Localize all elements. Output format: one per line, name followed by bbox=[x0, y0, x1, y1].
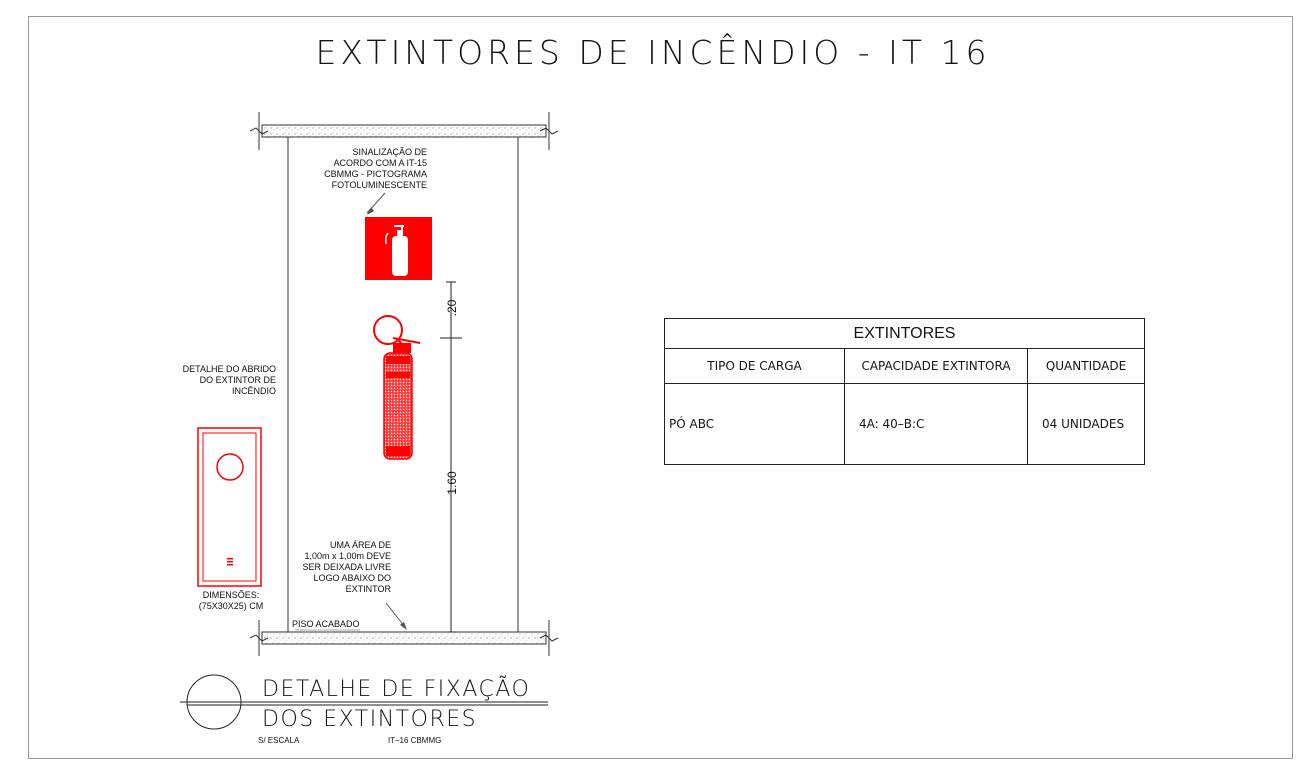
table-cell-quantity: 04 UNIDADES bbox=[1042, 417, 1125, 431]
cabinet-detail bbox=[197, 427, 262, 587]
table-header-quantity: QUANTIDADE bbox=[1028, 349, 1144, 384]
table-cell-load-type: PÓ ABC bbox=[665, 384, 845, 464]
dimensions-note: DIMENSÕES: (75X30X25) CM bbox=[198, 590, 264, 611]
reference-label: IT–16 CBMMG bbox=[388, 736, 442, 745]
signage-note: SINALIZAÇÃO DE ACORDO COM A IT-15 CBMMG … bbox=[324, 147, 427, 190]
signage-leader-arrow bbox=[367, 207, 374, 215]
page-title: EXTINTORES DE INCÊNDIO - IT 16 bbox=[315, 33, 991, 72]
extinguisher-sign bbox=[365, 217, 432, 280]
free-area-leader bbox=[385, 602, 406, 628]
table-title: EXTINTORES bbox=[665, 319, 1144, 349]
dimension-label-top: .20 bbox=[445, 299, 459, 317]
cabinet-detail-note: DETALHE DO ABRIDO DO EXTINTOR DE INCÊNDI… bbox=[182, 364, 276, 396]
drawing-frame bbox=[28, 16, 1293, 759]
table-cell-capacity: 4A: 40–B:C bbox=[845, 384, 1028, 464]
detail-title-line1: DETALHE DE FIXAÇÃO bbox=[262, 677, 531, 702]
dimension-label-bottom: 1.60 bbox=[445, 471, 459, 495]
fire-extinguisher bbox=[373, 315, 421, 460]
scale-label: S/ ESCALA bbox=[258, 736, 300, 745]
ceiling-slab bbox=[249, 112, 559, 150]
detail-title-line2: DOS EXTINTORES bbox=[262, 707, 478, 732]
wall-outline bbox=[287, 137, 519, 632]
free-area-arrow bbox=[400, 622, 407, 630]
table-header-capacity: CAPACIDADE EXTINTORA bbox=[845, 349, 1028, 384]
extinguisher-table: EXTINTORES TIPO DE CARGA CAPACIDADE EXTI… bbox=[664, 318, 1145, 465]
floor-note: PISO ACABADO bbox=[292, 619, 360, 629]
table-header-load-type: TIPO DE CARGA bbox=[665, 349, 845, 384]
free-area-note: UMA ÁREA DE 1,00m x 1,00m DEVE SER DEIXA… bbox=[302, 540, 391, 594]
detail-title-symbol bbox=[180, 674, 548, 730]
floor-slab bbox=[249, 620, 559, 656]
height-dimension bbox=[440, 281, 462, 633]
